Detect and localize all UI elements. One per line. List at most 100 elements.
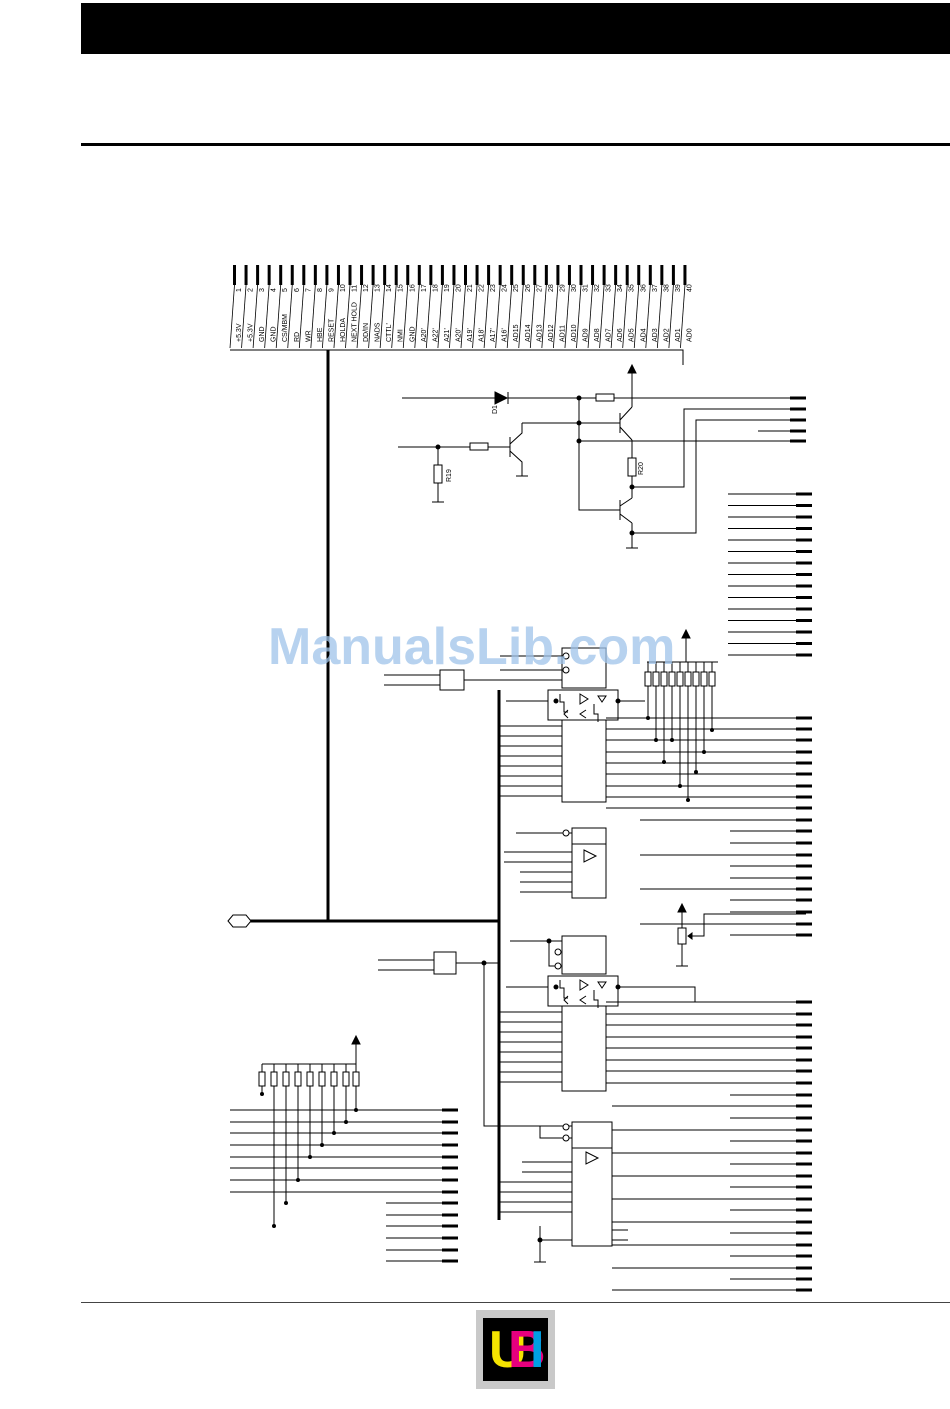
connector-signal-label: AD2 — [663, 328, 670, 342]
output-terminal — [796, 1208, 812, 1212]
r19-label: R19 — [446, 469, 453, 482]
connector-lead — [680, 284, 686, 349]
connector-lead — [622, 284, 628, 349]
output-terminal — [796, 573, 812, 576]
connector-signal-label: AD14 — [525, 324, 532, 342]
connector-pins — [229, 265, 687, 349]
resistor — [352, 1071, 360, 1087]
connector-signal-label: NMI — [398, 329, 405, 342]
input-terminal — [442, 1120, 458, 1124]
connector-lead — [402, 284, 409, 349]
connector-lead — [425, 284, 432, 349]
junction-dot — [694, 770, 698, 774]
output-terminal — [796, 806, 812, 810]
connector-lead — [506, 284, 513, 349]
output-terminal — [796, 1069, 812, 1073]
footer-rule — [81, 1302, 950, 1303]
output-lines — [606, 396, 812, 1292]
output-terminal — [796, 1081, 812, 1085]
connector-pin — [290, 265, 294, 285]
output-terminal — [796, 716, 812, 720]
connector-pin — [360, 265, 364, 285]
connector-pin — [579, 265, 583, 285]
connector-pin-number: 39 — [675, 284, 682, 292]
connector-pin — [267, 265, 271, 285]
ubi-logo: U B I — [476, 1310, 555, 1389]
output-terminal — [796, 750, 812, 754]
resistor — [270, 1071, 278, 1087]
output-terminal — [796, 653, 812, 657]
connector-pin — [648, 265, 652, 285]
output-terminal — [796, 1174, 812, 1178]
connector-signal-label: NADS — [375, 322, 382, 342]
logo-letter-i: I — [530, 1321, 545, 1379]
connector-pin — [487, 265, 491, 285]
connector-pin-number: 30 — [571, 284, 578, 292]
connector-pin — [464, 265, 467, 285]
connector-lead — [310, 284, 316, 349]
connector-signal-label: NEXT HOLD — [352, 302, 359, 342]
connector-pin — [371, 265, 375, 285]
connector-pin — [394, 265, 398, 285]
connector-signal-label: GND — [259, 326, 266, 342]
connector-pin — [625, 265, 629, 285]
connector-lead — [529, 284, 536, 349]
r20-label: R20 — [638, 462, 645, 475]
connector-pin — [475, 265, 479, 285]
output-terminal — [796, 607, 812, 611]
connector-pin — [417, 265, 421, 285]
connector-pin-number: 26 — [525, 284, 532, 292]
transistor-section — [398, 363, 806, 549]
connector-lead — [668, 284, 674, 349]
connector-signal-label: AD0 — [686, 328, 693, 342]
connector-lead — [252, 284, 258, 349]
output-terminal — [796, 1012, 812, 1016]
connector-pin-number: 33 — [606, 284, 613, 292]
connector-signal-label: A22' — [432, 328, 439, 342]
output-terminal — [796, 761, 812, 765]
connector-pin-number: 1 — [236, 288, 243, 292]
connector-signal-label: AD9 — [583, 328, 590, 342]
connector-pin — [313, 265, 317, 285]
connector-pin-number: 27 — [536, 284, 543, 292]
resistor-array-upper — [647, 628, 718, 663]
output-terminal — [796, 738, 812, 742]
connector-pin — [660, 265, 664, 285]
connector-pin-number: 12 — [363, 284, 370, 292]
resistor — [318, 1071, 326, 1087]
resistor — [342, 1071, 350, 1087]
output-terminal — [796, 898, 812, 902]
output-terminal — [790, 418, 806, 422]
resistor — [700, 671, 708, 687]
logo-letter-b: B — [508, 1321, 546, 1379]
output-terminal — [796, 818, 812, 822]
connector-lead — [229, 284, 235, 349]
connector-pin — [348, 265, 352, 285]
connector-lead — [460, 284, 466, 349]
connector-pin — [325, 265, 329, 285]
output-terminal — [796, 492, 812, 496]
connector-pin-number: 11 — [352, 285, 359, 292]
connector-lead — [553, 284, 559, 349]
output-terminal — [796, 1035, 812, 1039]
connector-signal-label: AD4 — [640, 328, 647, 342]
chip-details — [378, 652, 810, 1263]
input-terminal — [442, 1178, 458, 1182]
output-terminal — [796, 1197, 812, 1201]
output-terminal — [796, 772, 812, 776]
input-terminal — [442, 1190, 458, 1194]
connector-pin — [671, 265, 675, 285]
output-terminal — [796, 1139, 812, 1143]
output-terminal — [796, 1104, 812, 1108]
output-terminal — [796, 887, 812, 891]
connector-pin-number: 19 — [444, 284, 451, 292]
resistor — [692, 671, 700, 687]
connector-pin — [614, 265, 618, 285]
output-terminal — [796, 1266, 812, 1270]
connector-pin-number: 22 — [479, 284, 486, 292]
output-terminal — [796, 784, 812, 788]
output-terminal — [796, 922, 812, 926]
connector-pin-number: 6 — [294, 288, 301, 292]
connector-lead — [656, 284, 663, 349]
connector-pin — [302, 265, 306, 285]
